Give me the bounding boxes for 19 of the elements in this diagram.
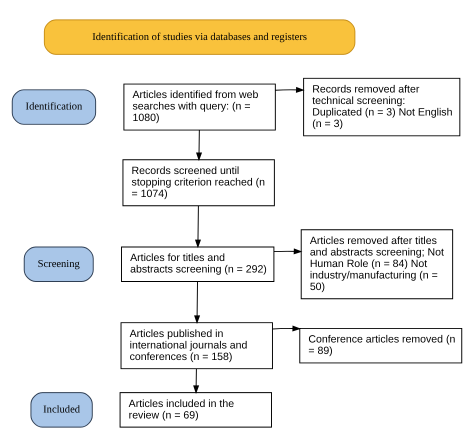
- node-box: Articles identified from web searches with query: (n = 1080): [123, 84, 276, 131]
- arrow: [274, 248, 302, 254]
- arrow: [194, 281, 200, 324]
- node-box: Identification: [12, 89, 96, 125]
- node-box: Articles removed after titles and abstracts screening; Not Human Role (n = 84) Not industry/manufacturing (n = 50): [300, 229, 454, 300]
- node-box: Included: [30, 392, 93, 428]
- node-box: Conference articles removed (n = 89): [299, 328, 462, 364]
- node-box: Screening: [24, 246, 94, 282]
- node-box: Articles published in international journals and conferences (n = 158): [120, 322, 273, 370]
- arrow: [193, 368, 200, 394]
- node-box: Articles for titles and abstracts screening (n = 292): [121, 246, 274, 282]
- node-box: Records removed after technical screening: Duplicated (n = 3) Not English (n = 3): [303, 78, 460, 136]
- arrow: [274, 86, 305, 93]
- arrow: [272, 325, 302, 332]
- arrow: [196, 130, 202, 162]
- node-box: Articles included in the review (n = 69): [120, 392, 272, 428]
- arrow: [194, 205, 202, 248]
- node-box: Identification of studies via databases and registers: [44, 19, 356, 55]
- node-box: Records screened until stopping criterion reached (n = 1074): [122, 159, 275, 206]
